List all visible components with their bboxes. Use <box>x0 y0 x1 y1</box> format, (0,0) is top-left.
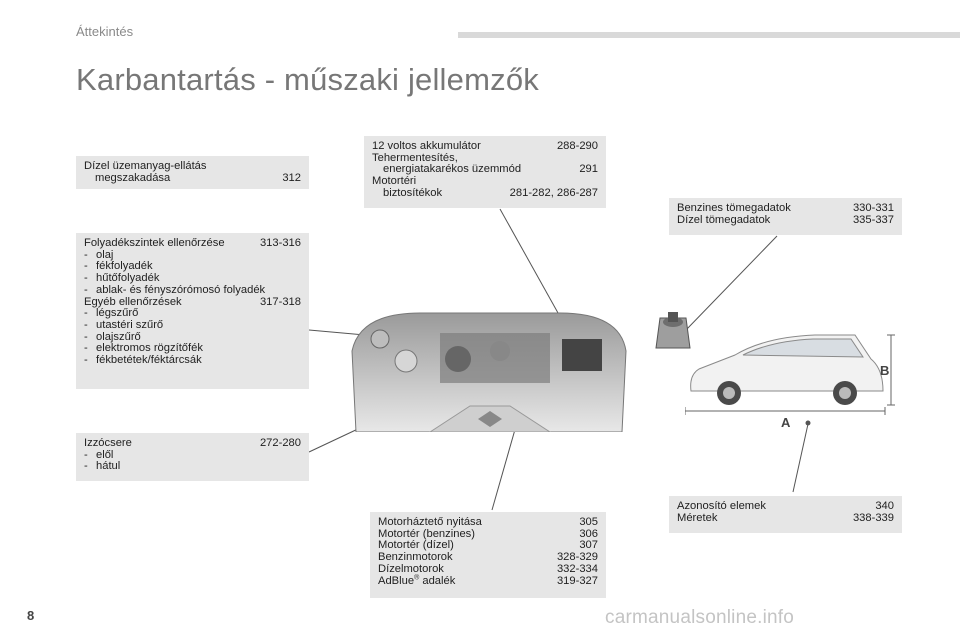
fluid-check-row: Folyadékszintek ellenőrzése 313-316 <box>84 237 301 249</box>
other-check-row: Egyéb ellenőrzések 317-318 <box>84 295 301 308</box>
connector-weights <box>685 235 778 331</box>
bulb-row: Izzócsere 272-280 <box>84 437 301 449</box>
adblue-row: AdBlue® adalék 319-327 <box>378 573 598 587</box>
fluid-item: -fékfolyadék <box>84 260 153 273</box>
spare-part-image <box>655 312 691 349</box>
fuel-row-2: megszakadása 312 <box>95 171 301 184</box>
connector-ident <box>792 423 809 493</box>
check-item: -légszűrő <box>84 307 139 320</box>
box-fuel-supply: Dízel üzemanyag-ellátás megszakadása 312 <box>76 156 309 189</box>
battery-row: Tehermentesítés, <box>372 151 458 164</box>
engine-bay-image <box>351 312 627 432</box>
dimension-label-a: A <box>781 415 791 430</box>
check-item: -utastéri szűrő <box>84 318 164 331</box>
fluid-item: -ablak- és fényszórómosó folyadék <box>84 283 266 296</box>
car-side-image <box>685 334 895 415</box>
bulb-item: -elől <box>84 448 114 461</box>
fluid-item: -hűtőfolyadék <box>84 272 160 285</box>
connector-bulbs <box>308 427 361 453</box>
check-item: -olajszűrő <box>84 330 141 343</box>
engine-row: Motortér (benzines)306 <box>378 527 598 540</box>
bulb-item: -hátul <box>84 460 121 473</box>
battery-row: Motortéri <box>372 175 417 188</box>
dimension-label-b: B <box>880 363 890 378</box>
check-item: -elektromos rögzítőfék <box>84 342 203 355</box>
page-number: 8 <box>27 608 35 623</box>
watermark: carmanualsonline.info <box>605 607 795 628</box>
box-bulb-replacement: Izzócsere 272-280 -elől -hátul <box>76 433 309 481</box>
fuel-row-1: Dízel üzemanyag-ellátás <box>84 160 207 172</box>
section-label: Áttekintés <box>76 24 134 39</box>
fluid-item: -olaj <box>84 248 114 261</box>
page-title: Karbantartás - műszaki jellemzők <box>76 62 539 97</box>
check-item: -fékbetétek/féktárcsák <box>84 354 202 367</box>
header-bar <box>458 32 960 38</box>
engine-row: Motortér (dízel)307 <box>378 539 598 552</box>
box-fluid-checks: Folyadékszintek ellenőrzése 313-316 -ola… <box>76 233 309 389</box>
